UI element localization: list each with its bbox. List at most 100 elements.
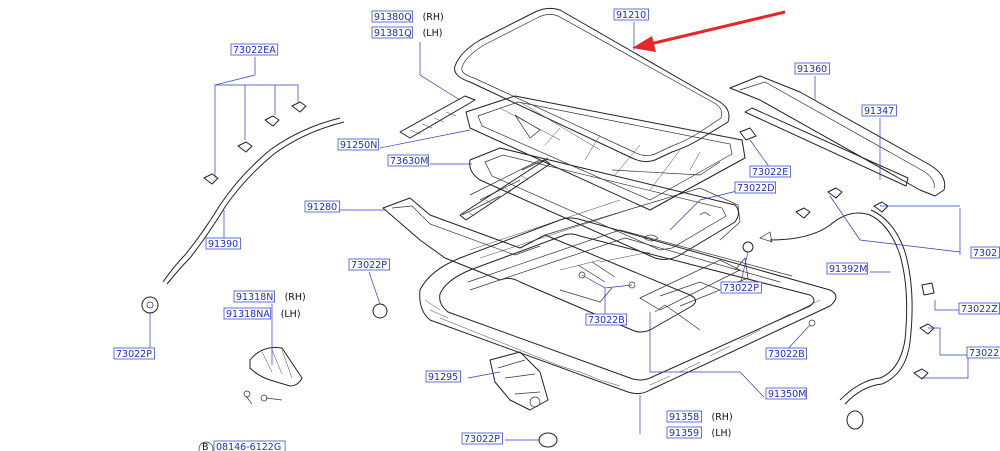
part-label-73022EA[interactable]: 73022EA bbox=[230, 43, 279, 56]
label-box bbox=[613, 8, 649, 21]
part-labels: 91380Q (RH) 91381Q (LH) 91210 73022EA 91360 913… bbox=[113, 8, 1000, 451]
part-number-text: 73022EA bbox=[233, 45, 276, 56]
part-label-91358[interactable]: 91358 (RH) bbox=[666, 410, 733, 423]
label-box bbox=[826, 262, 868, 275]
label-box bbox=[348, 258, 390, 271]
inner-frame-73630M bbox=[461, 147, 739, 260]
part-number-text: 91350M bbox=[768, 389, 806, 400]
part-number-text: 91392M bbox=[829, 264, 867, 275]
part-number-text: 91381Q bbox=[374, 28, 412, 39]
part-label-91210[interactable]: 91210 bbox=[613, 8, 649, 21]
side-suffix-text: (RH) bbox=[285, 292, 306, 303]
bolt-08146 bbox=[198, 441, 214, 451]
label-box bbox=[666, 410, 702, 423]
part-number-text: 73022 bbox=[969, 348, 999, 359]
label-box bbox=[425, 370, 461, 383]
part-label-91381Q[interactable]: 91381Q (LH) bbox=[371, 26, 443, 39]
part-label-73022P-c[interactable]: 73022P bbox=[113, 347, 155, 360]
part-label-73022D[interactable]: 73022D bbox=[734, 181, 776, 194]
part-label-73022P-d[interactable]: 73022P bbox=[461, 432, 503, 445]
part-number-text: 73022P bbox=[351, 260, 387, 271]
side-suffix-text: (LH) bbox=[423, 28, 443, 39]
label-box bbox=[213, 440, 286, 451]
label-box bbox=[749, 165, 791, 178]
part-number-text: 91250N bbox=[340, 140, 377, 151]
side-suffix-text: (LH) bbox=[281, 309, 301, 320]
label-box bbox=[861, 104, 897, 117]
part-label-73022-r2[interactable]: 73022 bbox=[966, 346, 1000, 359]
part-label-91280[interactable]: 91280 bbox=[304, 200, 340, 213]
label-box bbox=[970, 246, 1000, 259]
label-box bbox=[720, 281, 762, 294]
label-box bbox=[765, 347, 807, 360]
glass-panel-91210 bbox=[454, 7, 730, 163]
part-number-text: 7302 bbox=[973, 248, 997, 259]
part-label-08146[interactable]: 08146-6122G bbox=[213, 440, 286, 451]
bracket-91318N bbox=[243, 347, 303, 405]
label-box bbox=[794, 62, 830, 75]
part-label-91347[interactable]: 91347 bbox=[861, 104, 897, 117]
part-number-text: 73022B bbox=[768, 349, 805, 360]
label-box bbox=[113, 347, 155, 360]
part-label-73022B-b[interactable]: 73022B bbox=[765, 347, 807, 360]
part-label-91250N[interactable]: 91250N bbox=[337, 138, 379, 151]
label-box bbox=[734, 181, 776, 194]
part-number-text: 91390 bbox=[208, 239, 238, 250]
sunshade-frame bbox=[465, 95, 746, 211]
part-label-73630M[interactable]: 73630M bbox=[387, 154, 429, 167]
drain-hose-91392M bbox=[759, 209, 913, 430]
deflector-91250N bbox=[399, 95, 476, 139]
part-number-text: 73022Z bbox=[961, 304, 998, 315]
bottom-frame-91350M bbox=[419, 217, 837, 395]
part-number-text: 91380Q bbox=[374, 12, 412, 23]
part-label-73022B-a[interactable]: 73022B bbox=[585, 313, 627, 326]
part-label-91390[interactable]: 91390 bbox=[205, 237, 241, 250]
main-frame-91280 bbox=[382, 187, 741, 333]
part-number-text: 91280 bbox=[307, 202, 337, 213]
part-label-bolt-b[interactable]: B bbox=[202, 442, 209, 451]
part-label-91380Q[interactable]: 91380Q (RH) bbox=[371, 10, 444, 23]
part-number-text: 91295 bbox=[428, 372, 458, 383]
part-number-text: 91359 bbox=[669, 428, 699, 439]
motor-91295 bbox=[489, 351, 549, 411]
side-suffix-text: (RH) bbox=[712, 412, 733, 423]
part-label-91359[interactable]: 91359(LH) bbox=[666, 426, 731, 439]
part-label-91318N[interactable]: 91318N (RH) bbox=[233, 290, 306, 303]
part-label-73022P-b[interactable]: 73022P bbox=[720, 281, 762, 294]
part-number-text: 73022B bbox=[588, 315, 625, 326]
label-box bbox=[666, 426, 702, 439]
part-label-91392M[interactable]: 91392M bbox=[826, 262, 868, 275]
part-number-text: 08146-6122G bbox=[216, 442, 281, 451]
part-label-73022Z[interactable]: 73022Z bbox=[958, 302, 1000, 315]
label-box bbox=[337, 138, 379, 151]
part-label-73022-r1[interactable]: 7302 bbox=[970, 246, 1000, 259]
label-box bbox=[461, 432, 503, 445]
parts-drawing bbox=[141, 7, 946, 451]
part-label-73022E[interactable]: 73022E bbox=[749, 165, 791, 178]
part-number-text: 91347 bbox=[864, 106, 894, 117]
clips-73022EA bbox=[203, 101, 307, 185]
label-box bbox=[371, 26, 413, 39]
part-label-73022P-a[interactable]: 73022P bbox=[348, 258, 390, 271]
part-number-text: 73022P bbox=[464, 434, 500, 445]
label-box bbox=[233, 290, 275, 303]
drain-hose-91390 bbox=[141, 117, 345, 314]
side-suffix-text: (RH) bbox=[423, 12, 444, 23]
part-label-91360[interactable]: 91360 bbox=[794, 62, 830, 75]
part-number-text: 91318NA bbox=[226, 309, 270, 320]
part-label-91350M[interactable]: 91350M bbox=[765, 387, 807, 400]
label-box bbox=[304, 200, 340, 213]
part-number-text: 91318N bbox=[236, 292, 273, 303]
part-label-91318NA[interactable]: 91318NA (LH) bbox=[223, 307, 301, 320]
part-number-text: 73022D bbox=[737, 183, 775, 194]
label-box bbox=[585, 313, 627, 326]
label-box bbox=[223, 307, 272, 320]
label-box bbox=[765, 387, 807, 400]
part-number-text: 73022E bbox=[752, 167, 788, 178]
part-number-text: 73022P bbox=[723, 283, 759, 294]
part-number-text: 91358 bbox=[669, 412, 699, 423]
label-box bbox=[966, 346, 1000, 359]
part-label-91295[interactable]: 91295 bbox=[425, 370, 461, 383]
highlight-arrow bbox=[632, 10, 786, 52]
